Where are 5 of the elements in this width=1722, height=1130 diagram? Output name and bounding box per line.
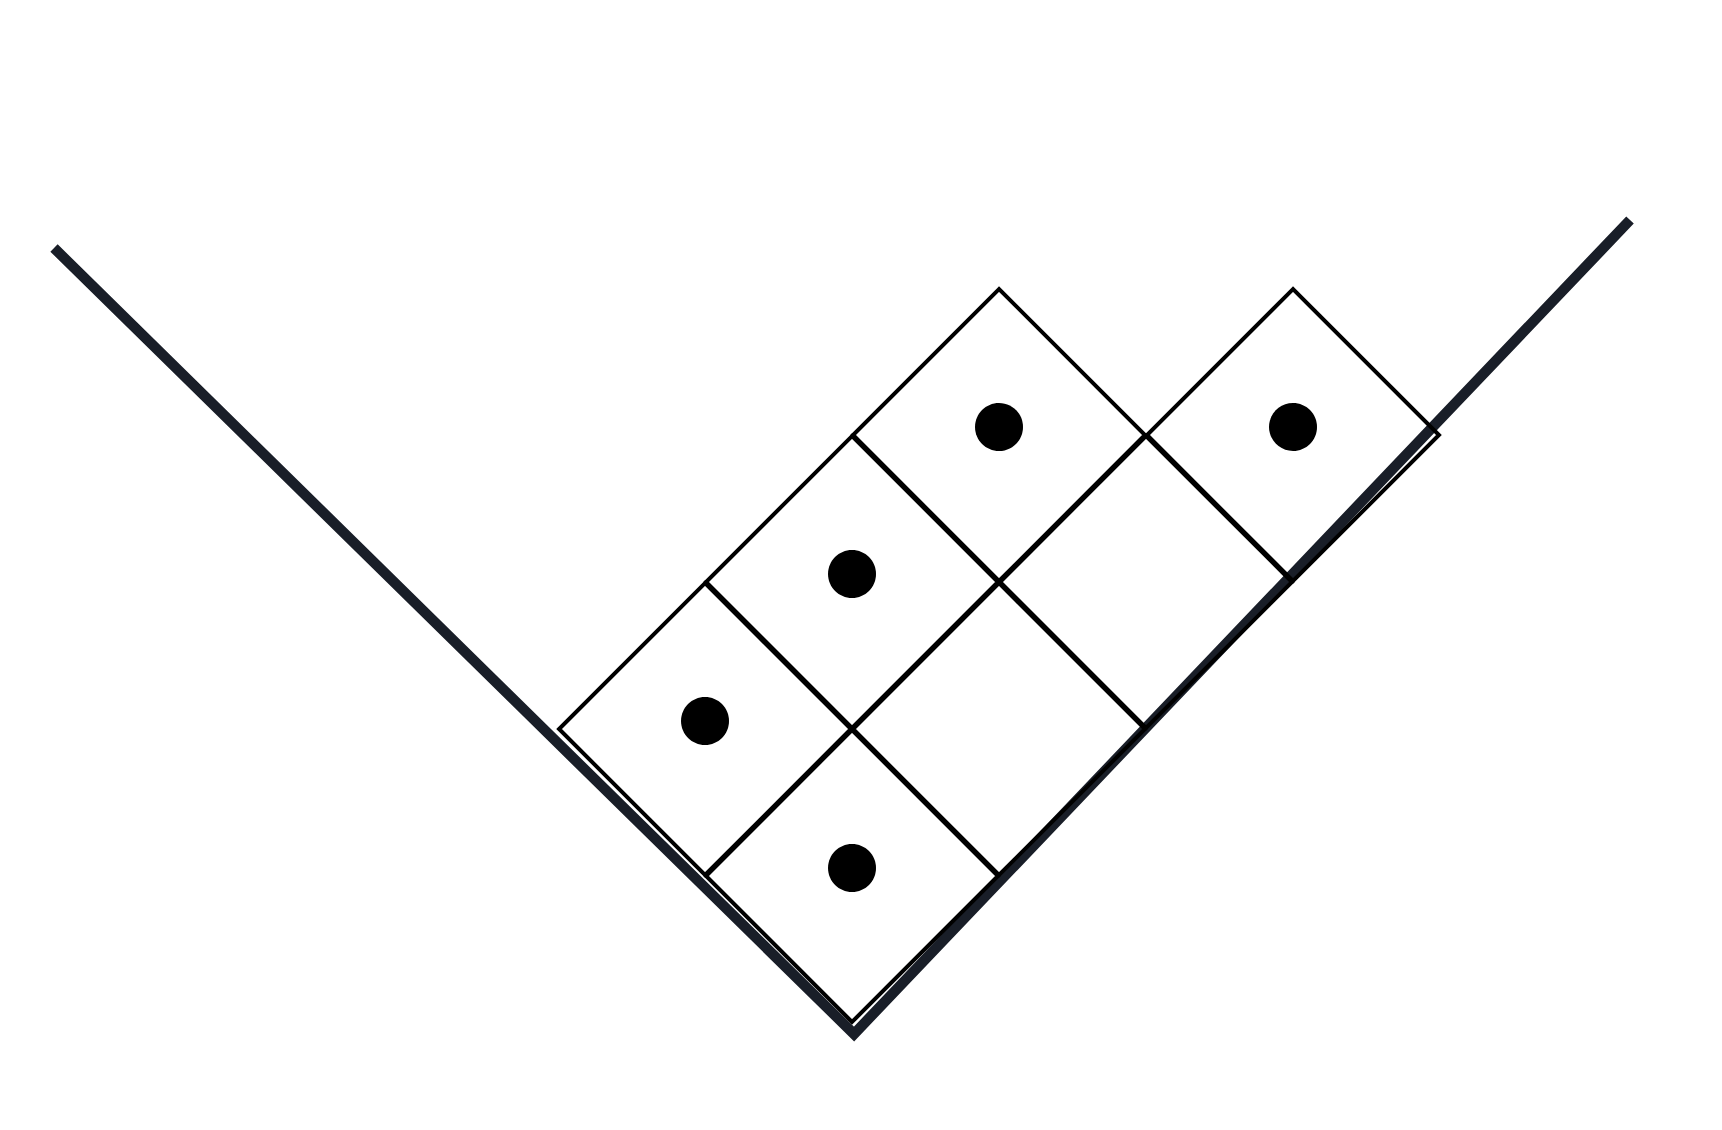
dot [681,697,729,745]
dot [828,844,876,892]
dot [975,403,1023,451]
dot [1269,403,1317,451]
dot [828,550,876,598]
